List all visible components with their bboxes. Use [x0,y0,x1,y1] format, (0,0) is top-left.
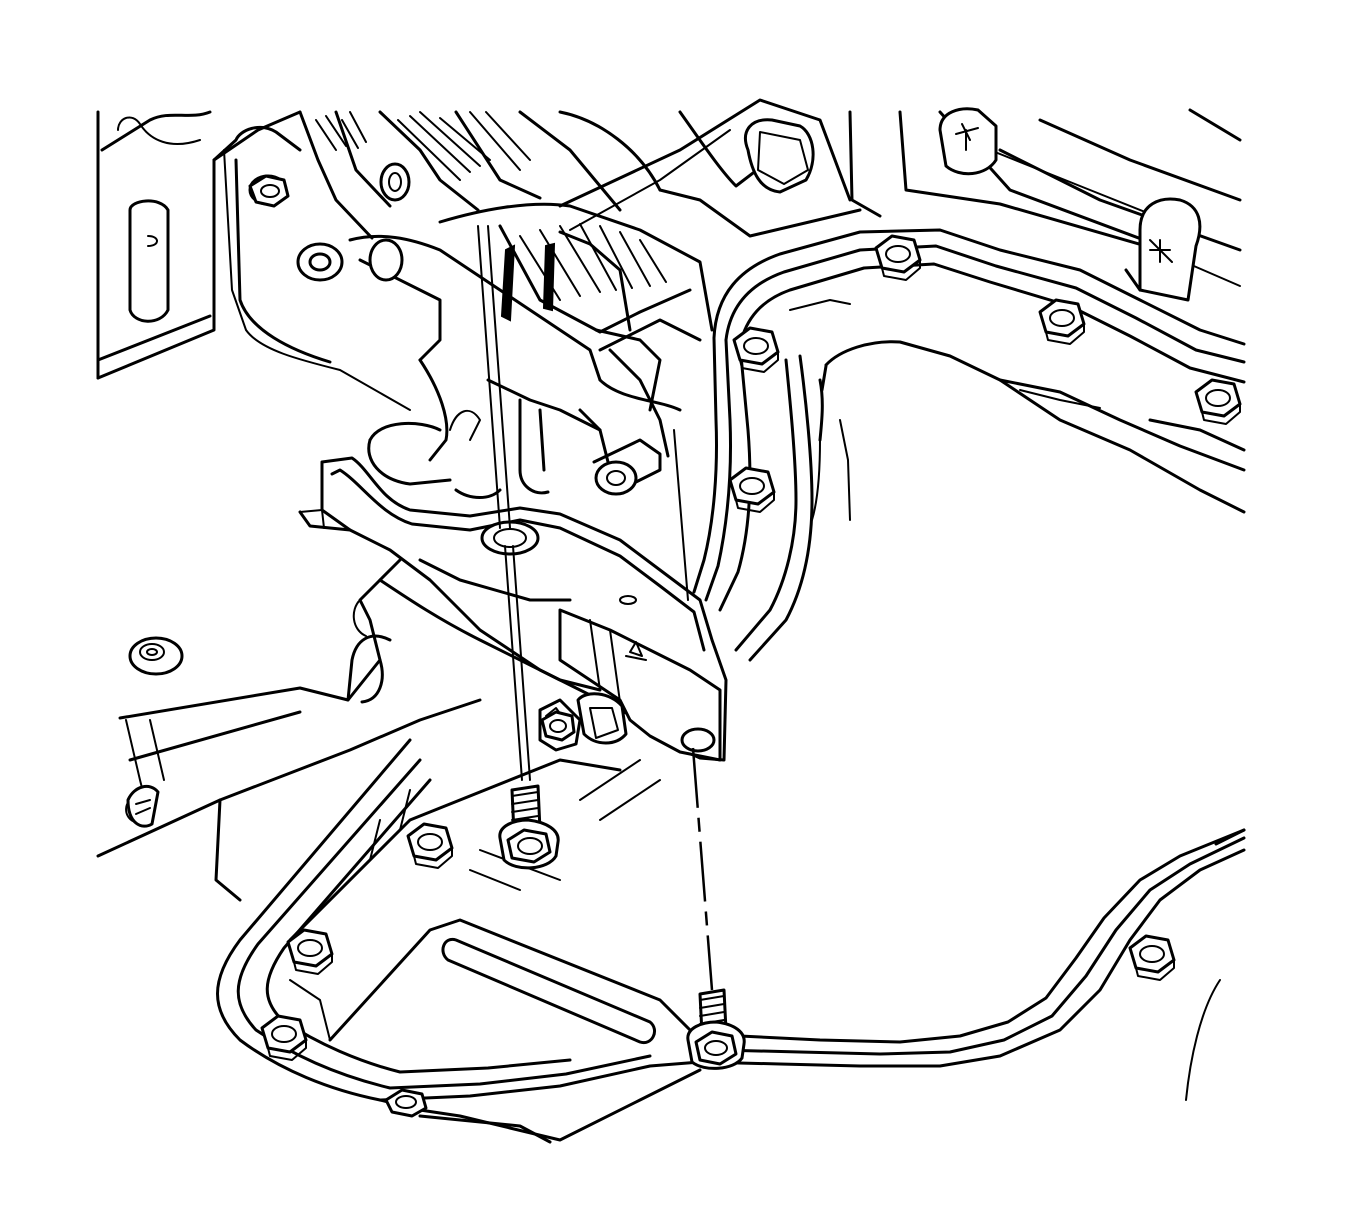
sensor-clip-icon [1124,197,1202,302]
pan-floor-slot [441,937,656,1045]
housing-slot-2 [542,242,556,312]
flange-bolt-7-icon [286,928,334,975]
arm-boss-icon [594,460,638,496]
bracket-marker [625,641,647,661]
flange-bolt-10-icon [1128,934,1176,981]
guide-line-left [477,225,531,781]
flange-bolt-12-icon [248,174,290,208]
flange-bolt-9-icon [384,1088,428,1118]
flange-bolt-8-icon [260,1014,308,1061]
phillips-bolt-top-icon [938,107,998,176]
flange-bolt-11-icon [540,710,576,742]
mounting-bracket [298,456,728,762]
housing-slot-1 [500,244,516,322]
harness-clip-icon [126,784,160,828]
guide-line-right [673,429,714,991]
engine-mount-arm [348,230,702,499]
flange-bolt-5-icon [728,466,776,513]
engine-block-upper [96,98,1242,411]
mounting-bolt-right-icon [686,988,746,1070]
bracket-slot [619,595,637,605]
flange-bolt-3-icon [1194,378,1242,425]
mounting-bolt-left-icon [498,784,560,870]
flange-bolt-1-icon [874,234,922,281]
breather-cap-icon [744,118,815,194]
flange-bolt-4-icon [732,326,780,373]
flange-bolt-6-icon [406,822,454,869]
arm-boss-2-icon [368,238,404,282]
bracket-hole-lower-icon [680,727,716,753]
housing-boss-icon [296,242,344,282]
oil-pan-lower [216,738,1246,1144]
center-boss-icon [576,692,628,745]
housing-boss-2-icon [379,162,411,202]
dowel-washer-icon [128,636,184,676]
flange-bolt-2-icon [1038,298,1086,345]
